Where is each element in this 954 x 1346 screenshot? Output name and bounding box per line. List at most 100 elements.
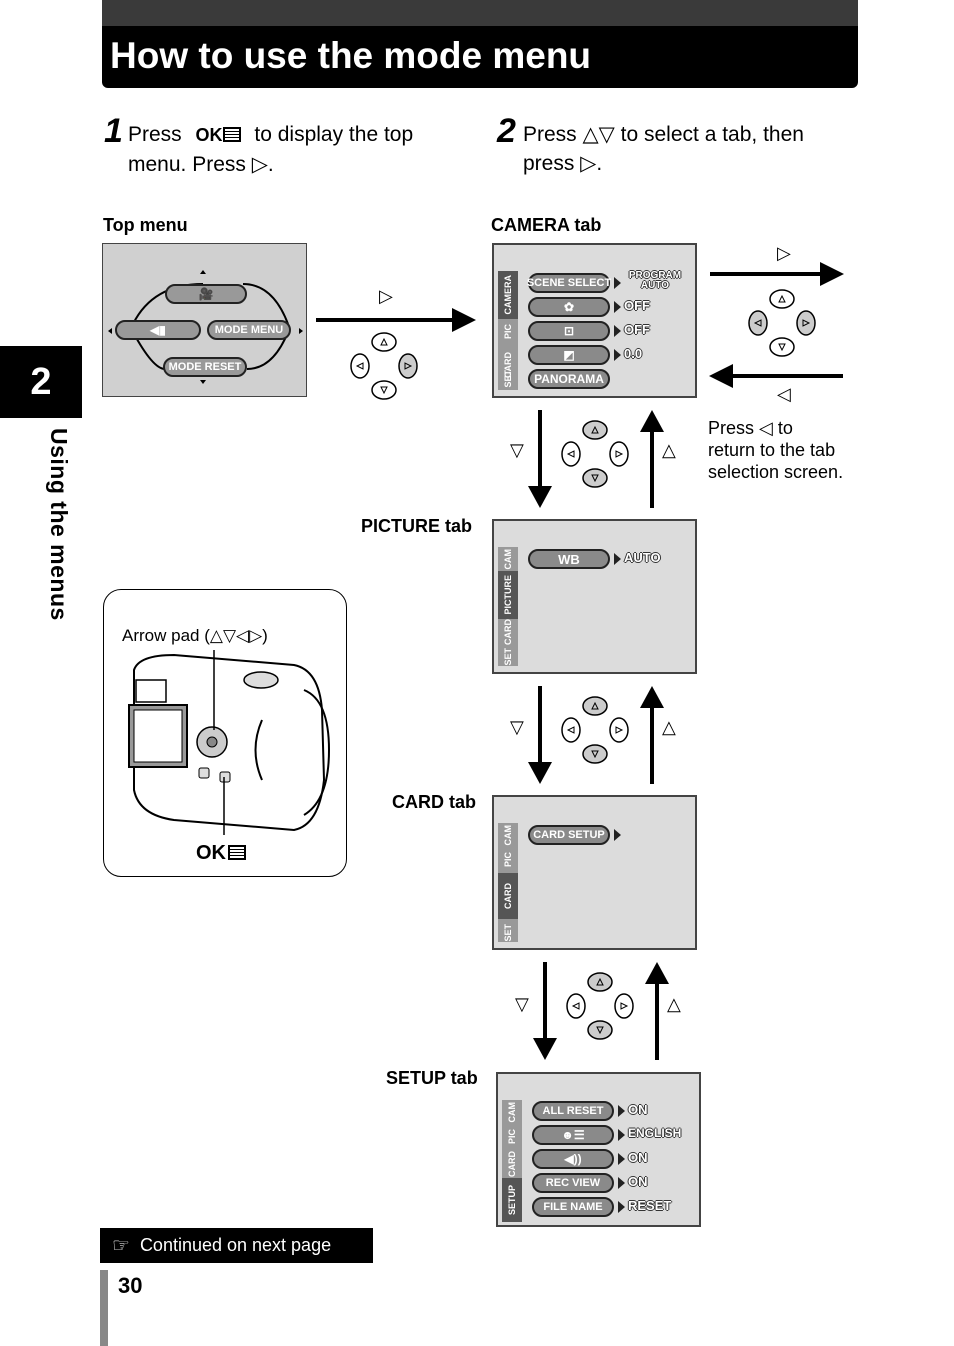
step-1-rest: to display the top xyxy=(254,123,414,146)
tab-picture: PICTURE xyxy=(498,571,518,619)
return-note-line2: return to the tab xyxy=(708,440,836,460)
step-2-text: Press △▽ to select a tab, then press ▷. xyxy=(523,120,863,178)
right-indicator xyxy=(618,1201,625,1213)
header-bar xyxy=(102,26,858,88)
label-camera-tab: CAMERA tab xyxy=(491,215,602,235)
menu-icon xyxy=(228,845,246,860)
right-indicator xyxy=(618,1105,625,1117)
exposure-compensation-value: 0.0 xyxy=(624,346,643,361)
chapter-number: 2 xyxy=(0,346,82,418)
spot-metering-value: OFF xyxy=(624,322,650,337)
page-number: 30 xyxy=(118,1273,143,1298)
up-symbol-1: △ xyxy=(662,440,676,460)
label-picture-tab: PICTURE tab xyxy=(361,516,473,536)
playback-icon: ◀▮ xyxy=(115,320,201,340)
language-value: ENGLISH xyxy=(628,1126,682,1140)
spot-metering-icon: ⊡ xyxy=(528,321,610,341)
down-symbol-2: ▽ xyxy=(510,717,524,737)
rec-view-item: REC VIEW xyxy=(532,1173,614,1193)
chapter-label: Using the menus xyxy=(46,428,72,621)
tab-strip: CAMERA PIC CARD SET xyxy=(498,271,518,390)
ok-button-label: OK xyxy=(195,125,223,145)
label-setup-tab: SETUP tab xyxy=(386,1068,478,1088)
down-symbol-3: ▽ xyxy=(515,994,529,1014)
arrow-down-1 xyxy=(528,410,552,508)
tab-pic: PIC xyxy=(503,324,513,340)
tab-set: SET xyxy=(503,648,513,666)
pointing-hand-icon: ☞ xyxy=(112,1235,130,1257)
mode-reset-item: MODE RESET xyxy=(163,357,247,377)
rec-view-value: ON xyxy=(628,1174,648,1189)
step-1-press: Press xyxy=(128,123,182,146)
arrow-right-symbol-2: ▷ xyxy=(777,243,791,263)
right-indicator xyxy=(618,1129,625,1141)
return-note-line1: Press ◁ to xyxy=(708,418,793,438)
right-indicator xyxy=(614,829,621,841)
right-indicator xyxy=(618,1177,625,1189)
up-symbol-2: △ xyxy=(662,717,676,737)
tab-cam: CAM xyxy=(503,824,513,846)
arrow-down-2 xyxy=(528,686,552,784)
continued-text: Continued on next page xyxy=(139,1235,332,1255)
arrow-up-1 xyxy=(640,410,664,508)
arrow-right-symbol-1: ▷ xyxy=(379,286,393,306)
tab-card: CARD xyxy=(507,1151,517,1177)
card-tab-screen: CAM PIC CARD SET CARD SETUP xyxy=(492,795,697,950)
tab-strip: CAM PIC CARD SET xyxy=(498,823,518,942)
picture-tab-screen: CAM PICTURE CARD SET WB AUTO xyxy=(492,519,697,674)
arrow-pad-label: Arrow pad (△▽◁▷) xyxy=(122,626,268,645)
tab-card: CARD xyxy=(503,619,513,645)
tab-strip: CAM PICTURE CARD SET xyxy=(498,547,518,666)
page-title: How to use the mode menu xyxy=(110,35,592,76)
label-card-tab: CARD tab xyxy=(392,792,476,812)
return-note-line3: selection screen. xyxy=(708,462,844,482)
tab-card: CARD xyxy=(498,873,518,919)
beep-value: ON xyxy=(628,1150,648,1165)
all-reset-value: ON xyxy=(628,1102,648,1117)
file-name-item: FILE NAME xyxy=(532,1197,614,1217)
arrow-pad-icon-3 xyxy=(561,420,629,488)
tab-strip: CAM PIC CARD SETUP xyxy=(502,1100,522,1222)
up-symbol-3: △ xyxy=(667,994,681,1014)
wb-value: AUTO xyxy=(624,550,661,565)
arrow-down-3 xyxy=(533,962,557,1060)
tab-set: SET xyxy=(503,370,513,388)
step-1-line2: menu. Press ▷. xyxy=(128,153,274,176)
step-2-line1: Press △▽ to select a tab, then xyxy=(523,123,804,146)
right-indicator xyxy=(614,553,621,565)
tab-setup: SETUP xyxy=(502,1178,522,1222)
return-note: Press ◁ to return to the tab selection s… xyxy=(708,417,843,483)
right-indicator xyxy=(614,277,621,289)
right-indicator xyxy=(618,1153,625,1165)
label-top-menu: Top menu xyxy=(103,215,188,235)
arrow-pad-icon-5 xyxy=(566,972,634,1040)
page-number-bar xyxy=(100,1270,108,1346)
arrow-pad-icon-4 xyxy=(561,696,629,764)
arrow-up-2 xyxy=(640,686,664,784)
right-indicator xyxy=(614,301,621,313)
language-icon: ☻☰ xyxy=(532,1125,614,1145)
tab-cam: CAM xyxy=(507,1101,517,1123)
top-menu-screen: 🎥 ◀▮ MODE MENU MODE RESET xyxy=(102,243,307,397)
step-1-text: Press OK to display the top menu. Press … xyxy=(128,120,458,179)
arrow-up-3 xyxy=(645,962,669,1060)
down-symbol-1: ▽ xyxy=(510,440,524,460)
menu-icon xyxy=(222,127,241,142)
header-bar-top xyxy=(102,0,858,26)
ok-label: OK xyxy=(196,842,246,865)
arrow-right-2 xyxy=(710,262,844,286)
setup-tab-screen: CAM PIC CARD SETUP ALL RESET ON ☻☰ ENGLI… xyxy=(496,1072,701,1227)
step-2-number: 2 xyxy=(497,112,516,150)
tab-camera: CAMERA xyxy=(498,271,518,319)
all-reset-item: ALL RESET xyxy=(532,1101,614,1121)
movie-icon: 🎥 xyxy=(165,284,247,304)
camera-callout-box: Arrow pad (△▽◁▷) OK xyxy=(103,589,347,877)
tab-set: SET xyxy=(503,924,513,942)
wb-item: WB xyxy=(528,549,610,569)
camera-illustration xyxy=(128,650,331,835)
arrow-pad-icon-2 xyxy=(748,289,816,357)
right-indicator xyxy=(614,325,621,337)
scene-select-item: SCENE SELECT xyxy=(527,273,611,293)
arrow-left xyxy=(709,364,843,388)
panorama-item: PANORAMA xyxy=(528,369,610,389)
